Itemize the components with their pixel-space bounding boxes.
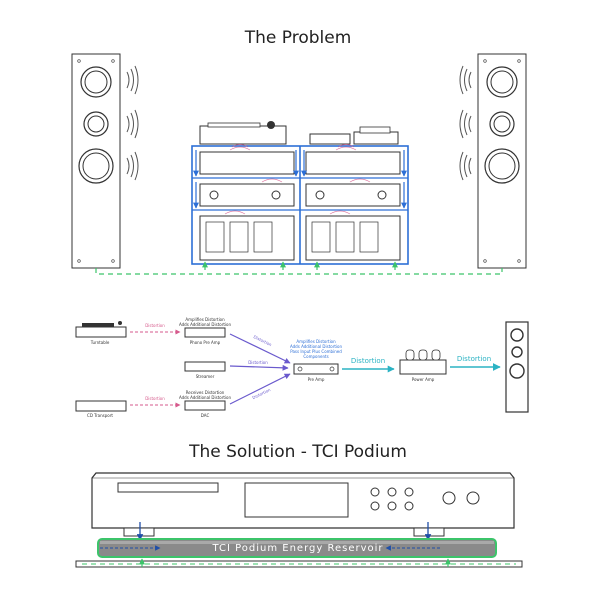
flow-label-4: Distortion [248, 360, 268, 365]
flow-arrow [229, 373, 291, 405]
flow-label-2: Distortion [145, 396, 165, 401]
dac-note-2: Adds Additional Distortion [179, 395, 232, 400]
equipment-rack [191, 121, 409, 270]
pre-note-2: Adds Additional Distortion [290, 344, 343, 349]
flow-label-3: Distortion [253, 334, 273, 347]
problem-title: The Problem [244, 28, 352, 48]
flow-arrow [229, 364, 289, 371]
turntable-device [75, 321, 127, 338]
dac-label: DAC [201, 413, 210, 418]
power-amp-label: Power Amp [412, 377, 435, 382]
pre-note-3: Pass Input Plus Combined [290, 349, 342, 354]
solution-title: The Solution - TCI Podium [188, 442, 407, 462]
turntable-label: Turntable [90, 340, 110, 345]
preamp-device [293, 363, 339, 375]
phono-label: Phono Pre Amp [190, 340, 221, 345]
phono-device [184, 327, 226, 338]
pre-note-1: Amplifies Distortion [296, 339, 336, 344]
flow-label-6: Distortion [351, 357, 385, 365]
flow-arrow [229, 333, 291, 364]
dac-note-1: Receives Distortion [186, 390, 225, 395]
component-on-podium [91, 472, 515, 537]
flow-label-5: Distortion [251, 387, 271, 400]
phono-note-1: Amplifies Distortion [185, 317, 225, 322]
reservoir-label: TCI Podium Energy Reservoir [211, 543, 383, 554]
pre-note-4: Components [303, 354, 328, 359]
streamer-label: Streamer [196, 374, 215, 379]
streamer-device [184, 361, 226, 372]
flow-label-1: Distortion [145, 323, 165, 328]
cd-device [75, 400, 127, 412]
speaker-icon [505, 321, 529, 413]
cd-label: CD Transport [87, 413, 113, 418]
preamp-label: Pre Amp [308, 377, 325, 382]
ground-path [95, 268, 503, 275]
sound-wave-icon [459, 65, 472, 181]
flow-label-7: Distortion [457, 355, 491, 363]
sound-wave-icon [126, 65, 139, 181]
phono-note-2: Adds Additional Distortion [179, 322, 232, 327]
speaker-right [477, 53, 527, 269]
speaker-left [71, 53, 121, 269]
energy-reservoir [97, 538, 497, 558]
dac-device [184, 400, 226, 411]
power-amp-device [399, 349, 447, 375]
